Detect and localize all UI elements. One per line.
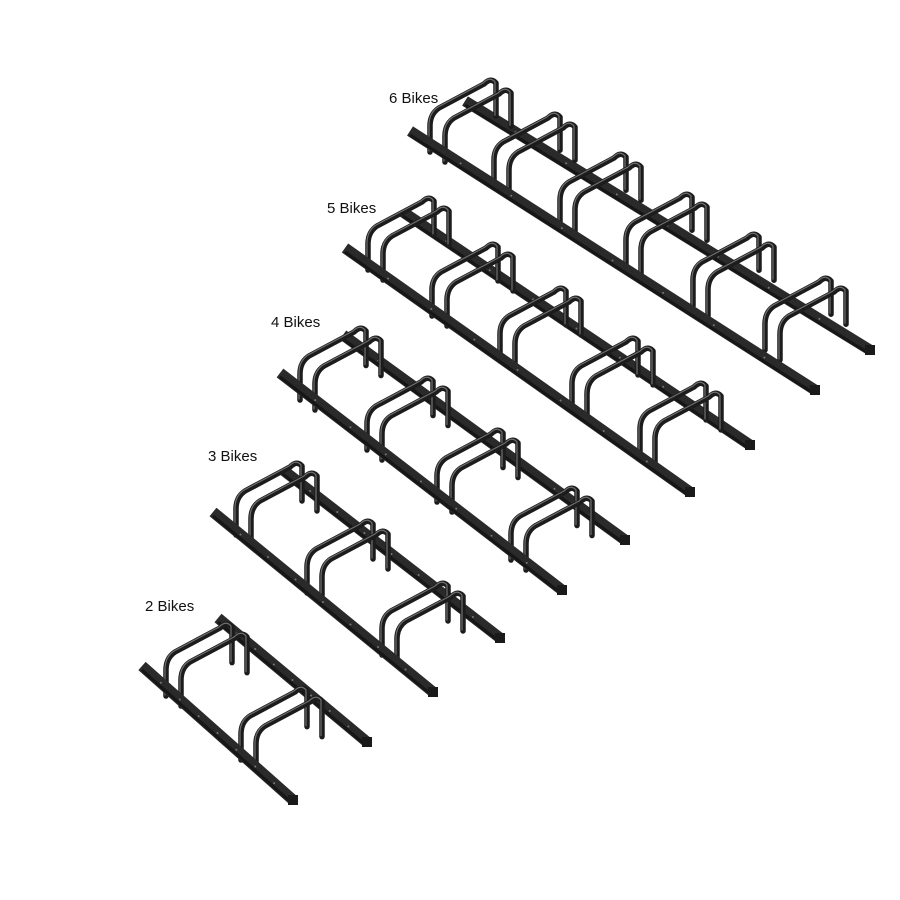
back-rail (339, 330, 630, 546)
hoop-5b (652, 390, 724, 468)
back-rail (462, 96, 875, 356)
rack-label-4-bikes: 4 Bikes (271, 314, 321, 331)
bike-rack-3 (209, 460, 505, 698)
hoop-2b (444, 251, 516, 329)
hoop-2b (319, 528, 391, 606)
hoop-5a (637, 380, 709, 458)
hoop-3a (557, 151, 629, 229)
bike-rack-5 (341, 195, 755, 498)
hoop-1a (233, 460, 305, 538)
hoop-1a (297, 325, 369, 403)
hoop-3b (512, 295, 584, 373)
hoop-1b (442, 87, 514, 165)
hoop-3b (572, 161, 644, 239)
hoop-5b (705, 241, 777, 319)
hoop-1b (380, 205, 452, 283)
hoop-3a (434, 427, 506, 505)
hoop-4a (569, 335, 641, 413)
bike-rack-2 (138, 613, 372, 806)
front-rail (138, 661, 298, 806)
rack-label-2-bikes: 2 Bikes (145, 598, 195, 615)
hoop-1a (163, 621, 235, 699)
hoop-4b (638, 201, 710, 279)
front-rail (341, 243, 695, 498)
hoop-1b (248, 470, 320, 548)
front-rail (276, 368, 567, 596)
rack-label-6-bikes: 6 Bikes (389, 90, 439, 107)
hoop-2a (364, 375, 436, 453)
hoop-6b (777, 285, 849, 363)
hoop-5a (690, 231, 762, 309)
hoop-2a (238, 685, 310, 763)
hoop-4a (623, 191, 695, 269)
front-rail (407, 126, 820, 396)
hoop-2a (491, 111, 563, 189)
bike-rack-6 (407, 77, 875, 396)
hoop-1b (312, 335, 384, 413)
racks-layer (138, 77, 875, 806)
bike-rack-4 (276, 325, 630, 596)
front-rail (209, 507, 438, 698)
rack-label-5-bikes: 5 Bikes (327, 200, 377, 217)
hoop-1a (365, 195, 437, 273)
hoop-2b (253, 695, 325, 773)
rack-label-3-bikes: 3 Bikes (208, 448, 258, 465)
hoop-1b (178, 631, 250, 709)
hoop-2b (506, 121, 578, 199)
hoop-4b (523, 495, 595, 573)
hoop-4a (508, 485, 580, 563)
hoop-2a (304, 518, 376, 596)
hoop-6a (762, 275, 834, 353)
hoop-3b (449, 437, 521, 515)
hoop-1a (427, 77, 499, 155)
hoop-4b (584, 345, 656, 423)
hoop-3a (497, 285, 569, 363)
hoop-2a (429, 241, 501, 319)
hoop-3a (379, 580, 451, 658)
hoop-2b (379, 385, 451, 463)
hoop-3b (394, 590, 466, 668)
